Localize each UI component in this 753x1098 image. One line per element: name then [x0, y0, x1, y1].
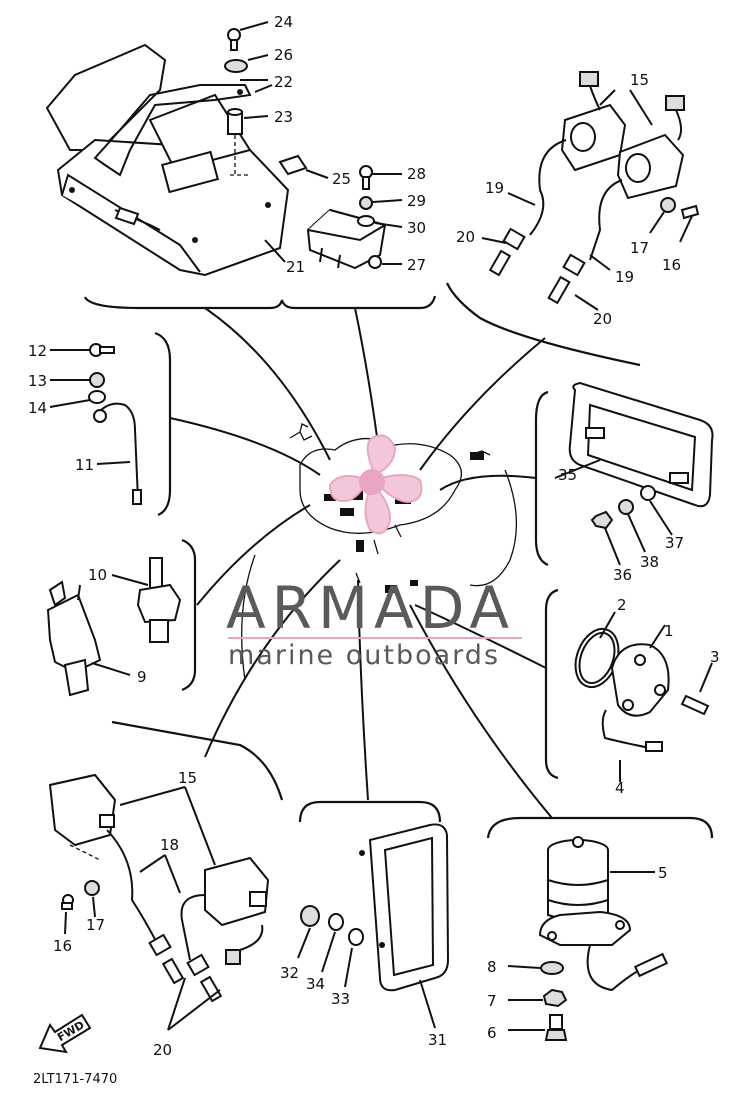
label-34: 34: [306, 975, 325, 993]
armada-watermark: ARMADA marine outboards: [226, 434, 522, 671]
group-brackets: [83, 282, 714, 839]
wire-4: [601, 709, 663, 782]
collar-23: [227, 108, 269, 135]
bolt-16-bottom: [61, 894, 74, 935]
cover-assembly: [297, 823, 450, 1029]
washer-17-top: [649, 197, 676, 234]
ignition-coils-bottom: [48, 773, 270, 1031]
label-15-top: 15: [630, 71, 649, 89]
label-33: 33: [331, 990, 350, 1008]
label-8: 8: [487, 958, 497, 976]
sender-assembly: [574, 611, 713, 782]
label-20-right: 20: [593, 310, 612, 328]
label-12: 12: [28, 342, 47, 360]
label-28: 28: [407, 165, 426, 183]
label-25: 25: [332, 170, 351, 188]
relay-assembly: [306, 165, 403, 270]
fwd-arrow: FWD: [38, 1013, 92, 1054]
indicator-lamp-assembly: [554, 381, 714, 566]
solenoid-assembly: [507, 836, 669, 1041]
screw-28: [359, 165, 402, 190]
label-17-bottom: 17: [86, 916, 105, 934]
label-2: 2: [617, 596, 627, 614]
screw-3: [680, 662, 713, 716]
washer-13: [50, 372, 105, 388]
sensor-10: [111, 557, 182, 643]
sensors-left: [46, 557, 182, 697]
washer-37: [640, 485, 673, 536]
washer-17-bottom: [84, 880, 100, 918]
washer-33: [344, 928, 364, 988]
label-22: 22: [274, 73, 293, 91]
washer-38: [618, 499, 646, 553]
ground-lead-assembly: [49, 343, 142, 505]
label-32: 32: [280, 964, 299, 982]
ignition-coils-top: [481, 71, 700, 311]
label-11: 11: [75, 456, 94, 474]
label-30: 30: [407, 219, 426, 237]
label-6: 6: [487, 1024, 497, 1042]
label-37: 37: [665, 534, 684, 552]
nut-7: [508, 988, 568, 1008]
label-20-bottom: 20: [153, 1041, 172, 1059]
label-24: 24: [274, 13, 293, 31]
thermo-switch-9: [46, 580, 131, 697]
nut-36: [590, 510, 621, 566]
label-13: 13: [28, 372, 47, 390]
bolt-16-top: [679, 204, 700, 243]
engine-leader-lines: [169, 307, 553, 819]
label-14: 14: [28, 399, 47, 417]
washer-14: [49, 390, 106, 408]
part-number-labels: 24 26 22 23 25 21 28 29 30 27 15 19 20 1…: [28, 13, 720, 1059]
label-35: 35: [558, 466, 577, 484]
label-18: 18: [160, 836, 179, 854]
label-16-bottom: 16: [53, 937, 72, 955]
label-4: 4: [615, 779, 625, 797]
label-19-right: 19: [615, 268, 634, 286]
label-15-bottom: 15: [178, 769, 197, 787]
bolt-24: [227, 21, 269, 51]
grommet-32: [297, 905, 320, 959]
label-26: 26: [274, 46, 293, 64]
label-5: 5: [658, 864, 668, 882]
label-16-top: 16: [662, 256, 681, 274]
label-9: 9: [137, 668, 147, 686]
cdi-unit-assembly: [45, 21, 329, 277]
label-27: 27: [407, 256, 426, 274]
grommet-26: [224, 54, 269, 73]
diagram-code: 2LT171-7470: [33, 1072, 117, 1087]
label-1: 1: [664, 622, 674, 640]
watermark-tagline: marine outboards: [228, 640, 500, 671]
label-21: 21: [286, 258, 305, 276]
label-3: 3: [710, 648, 720, 666]
collar-30: [357, 215, 403, 228]
watermark-brand: ARMADA: [226, 574, 515, 642]
propeller-logo: [328, 434, 423, 535]
washer-29: [359, 196, 403, 210]
label-10: 10: [88, 566, 107, 584]
label-23: 23: [274, 108, 293, 126]
label-38: 38: [640, 553, 659, 571]
collar-34: [321, 913, 344, 973]
clip-25: [278, 154, 329, 179]
label-31: 31: [428, 1031, 447, 1049]
label-20-top: 20: [456, 228, 475, 246]
label-29: 29: [407, 192, 426, 210]
grommet-8: [507, 961, 564, 975]
label-7: 7: [487, 992, 497, 1010]
label-17-top: 17: [630, 239, 649, 257]
bolt-12: [50, 343, 115, 357]
label-36: 36: [613, 566, 632, 584]
bolt-6: [508, 1014, 568, 1041]
label-19-top: 19: [485, 179, 504, 197]
